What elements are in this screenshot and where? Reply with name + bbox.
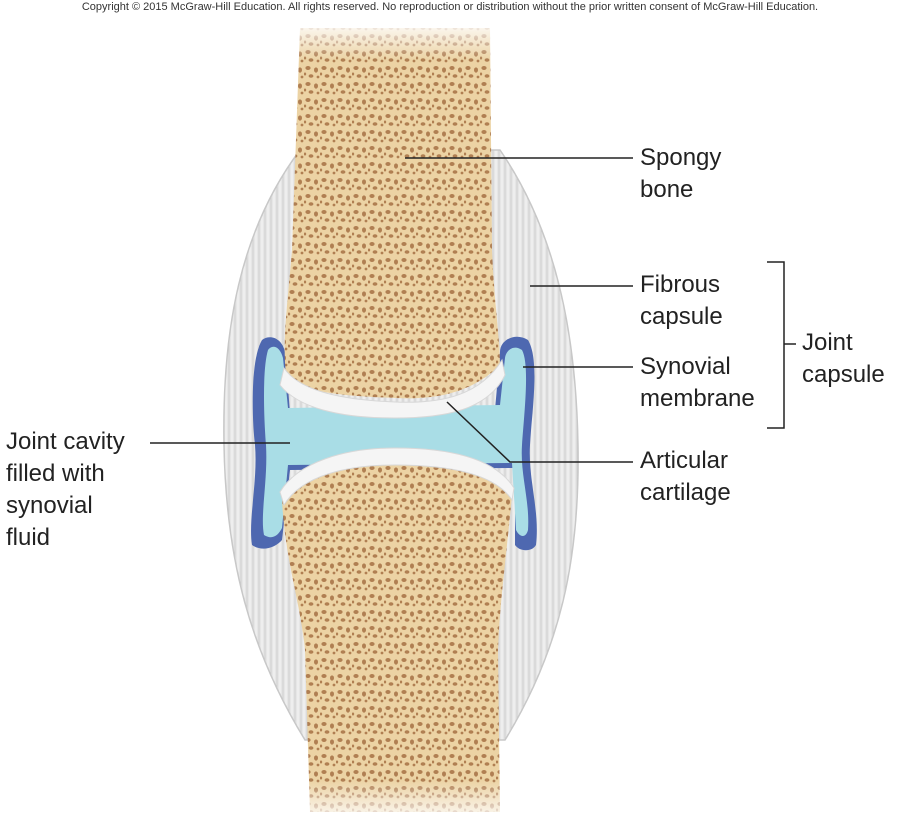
upper-bone-shape — [284, 28, 500, 399]
joint-cavity-label: Joint cavity filled with synovial fluid — [6, 428, 125, 551]
lower-cartilage-shape — [279, 447, 515, 507]
fibrous-capsule-label: Fibrous capsule — [640, 271, 723, 330]
copyright-notice: Copyright © 2015 McGraw-Hill Education. … — [81, 1, 819, 13]
lower-bone-shape — [282, 461, 512, 812]
joint-capsule-label: Joint capsule — [802, 329, 885, 388]
joint-cavity-shape — [262, 346, 529, 538]
synovial-membrane-label: Synovial membrane — [640, 353, 755, 412]
articular-cartilage-leader — [446, 401, 633, 463]
articular-cartilage-label: Articular cartilage — [640, 447, 731, 506]
joint-capsule-bracket — [767, 261, 785, 429]
spongy-bone-label: Spongy bone — [640, 144, 722, 203]
